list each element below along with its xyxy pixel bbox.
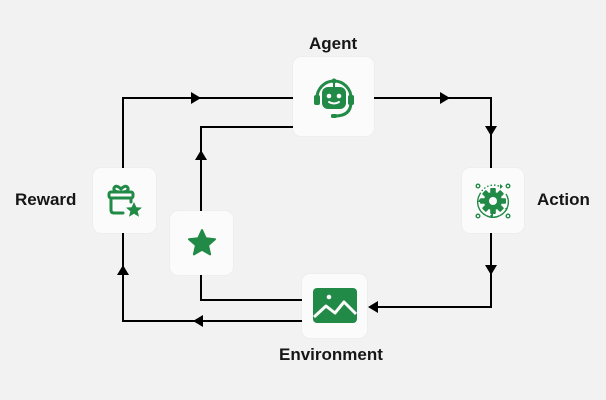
environment-node[interactable] <box>302 274 367 338</box>
robot-headset-icon <box>313 78 354 118</box>
arrowhead-up <box>195 150 207 160</box>
arrowhead-down <box>485 265 497 275</box>
arrowhead-right <box>191 92 201 104</box>
arrowhead-left <box>368 301 378 313</box>
environment-label: Environment <box>279 345 383 364</box>
edge-reward-to-agent <box>122 97 293 168</box>
state-node[interactable] <box>170 211 233 275</box>
action-label: Action <box>537 190 590 209</box>
arrowhead-left <box>193 315 203 327</box>
arrowhead-down <box>485 126 497 136</box>
agent-node[interactable] <box>293 57 374 136</box>
agent-label: Agent <box>309 34 358 53</box>
action-node[interactable] <box>462 168 524 233</box>
gift-star-icon <box>107 184 142 217</box>
reward-label: Reward <box>15 190 77 209</box>
edge-state-to-agent <box>200 126 293 211</box>
edge-action-to-environment <box>370 233 492 308</box>
image-landscape-icon <box>312 288 357 323</box>
reward-node[interactable] <box>93 168 156 233</box>
gear-cycle-icon <box>475 182 511 219</box>
edge-environment-to-state <box>200 275 302 301</box>
edge-agent-to-action <box>374 97 492 168</box>
arrowhead-right <box>440 92 450 104</box>
arrowhead-up <box>117 265 129 275</box>
edge-environment-to-reward <box>122 233 302 322</box>
star-icon <box>187 229 216 256</box>
